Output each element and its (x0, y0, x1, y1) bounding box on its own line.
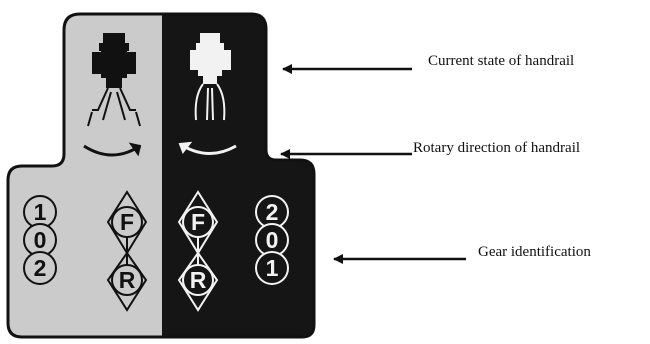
clockwise-rotation-arrow-icon (83, 142, 142, 157)
callout-label-current-state: Current state of handrail (428, 53, 574, 69)
gear-column-right: 2 0 1 (255, 195, 289, 285)
tractor-icon-left (87, 33, 141, 127)
gear-label: 1 (34, 199, 47, 225)
direction-letter: F (120, 209, 134, 235)
callout-label-gear-identification: Gear identification (478, 244, 591, 260)
gear-label: 2 (266, 199, 279, 225)
gear-label: 0 (266, 227, 279, 253)
direction-letter: F (191, 209, 205, 235)
direction-letter: R (119, 267, 136, 293)
callout-label-rotary-direction: Rotary direction of handrail (413, 140, 580, 156)
gear-column-left: 1 0 2 (23, 195, 57, 285)
direction-diamond-right: F R (177, 190, 219, 312)
gear-label: 1 (266, 255, 279, 281)
direction-letter: R (190, 267, 207, 293)
counterclockwise-rotation-arrow-icon (178, 141, 237, 155)
gear-label: 0 (34, 227, 47, 253)
tractor-icon-right (190, 33, 231, 121)
control-panel (6, 12, 316, 339)
panel-outline (6, 12, 316, 339)
gear-label: 2 (34, 255, 47, 281)
direction-diamond-left: F R (106, 190, 148, 312)
